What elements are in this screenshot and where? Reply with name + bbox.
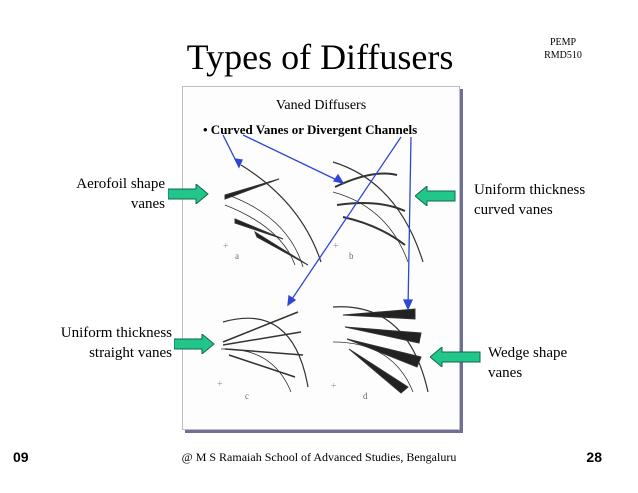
label-aerofoil-line1: Aerofoil shape: [76, 176, 165, 192]
panel-label-a: a: [235, 251, 239, 261]
slide-title: Types of Diffusers: [186, 37, 454, 77]
label-wedge-line2: vanes: [488, 365, 523, 381]
panel-d-wedge-vanes: d +: [331, 306, 429, 401]
svg-text:+: +: [333, 241, 339, 252]
label-uniform-straight-line2: straight vanes: [89, 345, 172, 361]
svg-text:+: +: [217, 379, 223, 390]
vaned-diffusers-diagram: Vaned Diffusers • Curved Vanes or Diverg…: [203, 98, 429, 401]
label-uniform-straight-vanes: Uniform thickness straight vanes: [22, 323, 172, 363]
label-aerofoil-line2: vanes: [130, 196, 165, 212]
label-wedge-vanes: Wedge shape vanes: [488, 343, 608, 383]
panel-c-straight-vanes: c +: [217, 311, 309, 401]
block-arrow-left-icon: [430, 347, 481, 367]
figure-heading: Vaned Diffusers: [276, 98, 366, 113]
panel-b-curved-vanes: b +: [332, 161, 424, 263]
footer-module-number: 09: [13, 449, 29, 465]
footer-page-number: 28: [586, 449, 602, 465]
panel-label-b: b: [349, 251, 354, 261]
label-uniform-curved-line2: curved vanes: [474, 202, 553, 218]
label-uniform-curved-vanes: Uniform thickness curved vanes: [474, 180, 614, 220]
figure-bullet: • Curved Vanes or Divergent Channels: [203, 122, 417, 137]
svg-text:+: +: [331, 381, 337, 392]
course-code-line1: PEMP: [549, 37, 577, 48]
block-arrow-right-icon: [174, 334, 215, 354]
course-code-line2: RMD510: [544, 50, 582, 61]
svg-text:+: +: [223, 241, 229, 252]
label-uniform-straight-line1: Uniform thickness: [60, 325, 172, 341]
panel-label-d: d: [363, 391, 368, 401]
footer-institution: @ M S Ramaiah School of Advanced Studies…: [181, 450, 457, 464]
label-wedge-line1: Wedge shape: [488, 345, 568, 361]
block-arrow-left-icon: [415, 186, 456, 206]
label-aerofoil-vanes: Aerofoil shape vanes: [40, 174, 165, 214]
course-code: PEMP RMD510: [528, 36, 598, 62]
pointer-arrows: [222, 134, 414, 311]
panel-label-c: c: [245, 391, 249, 401]
block-arrow-right-icon: [168, 184, 209, 204]
diffuser-figure: Vaned Diffusers • Curved Vanes or Diverg…: [182, 86, 460, 430]
panel-a-aerofoil-vanes: a +: [223, 164, 322, 268]
label-uniform-curved-line1: Uniform thickness: [474, 182, 586, 198]
